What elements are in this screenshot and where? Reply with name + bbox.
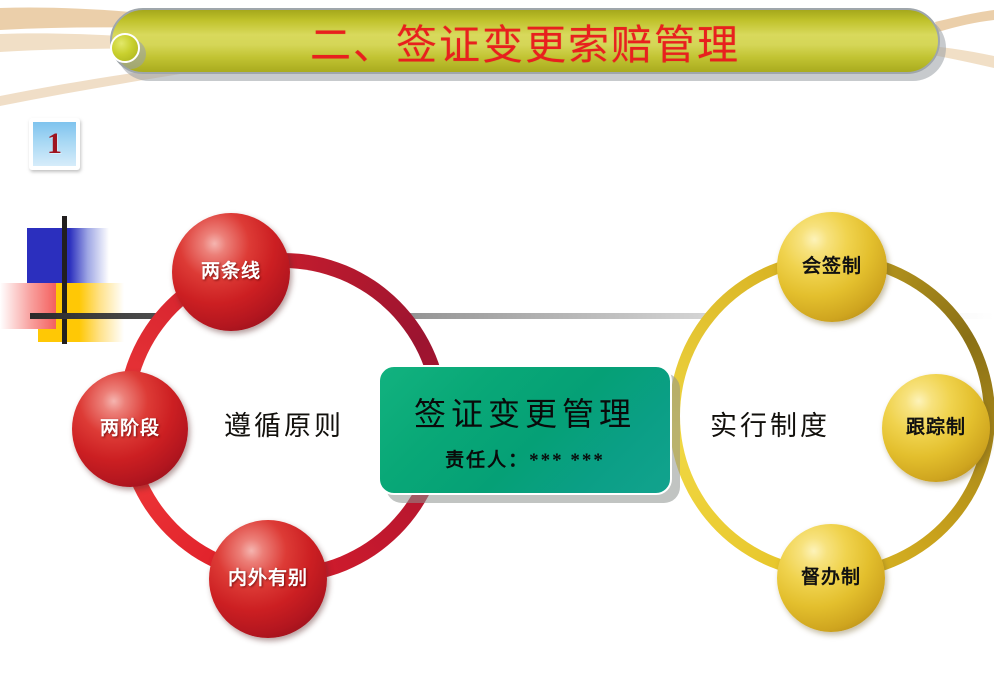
left-cycle-node-top[interactable]: 两条线 [172,213,290,331]
decorative-vertical-bar [62,216,67,344]
left-cycle-node-bottom[interactable]: 内外有别 [209,520,327,638]
right-cycle-node-bottom[interactable]: 督办制 [777,524,885,632]
section-number-badge: 1 [29,118,80,170]
circle-knob-icon [110,33,140,63]
right-cycle-node-top[interactable]: 会签制 [777,212,887,322]
decorative-blue-block [27,228,109,283]
center-card[interactable]: 签证变更管理 责任人：*** *** [378,365,672,495]
section-number-badge-inner: 1 [33,122,76,166]
right-cycle-caption: 实行制度 [710,411,830,441]
slide-title-text: 二、签证变更索赔管理 [310,22,740,68]
right-cycle-node-right[interactable]: 跟踪制 [882,374,990,482]
left-cycle-caption: 遵循原则 [224,411,344,441]
right-cycle-node-top-label: 会签制 [801,255,862,277]
banner-body: 二、签证变更索赔管理 [110,8,940,74]
right-cycle-node-right-label: 跟踪制 [905,416,966,438]
right-cycle-node-bottom-label: 督办制 [800,566,861,588]
decorative-horizontal-rule [30,313,994,319]
left-cycle-node-bottom-label: 内外有别 [227,567,308,589]
left-cycle-node-left[interactable]: 两阶段 [72,371,188,487]
section-number-text: 1 [47,127,62,160]
decorative-blocks-group [0,210,994,344]
decorative-pink-block [0,283,56,329]
center-card-subtitle: 责任人：*** *** [445,449,605,471]
slide-title-banner: 二、签证变更索赔管理 [110,8,946,81]
left-cycle-node-left-label: 两阶段 [99,417,160,439]
center-card-title: 签证变更管理 [413,395,636,432]
left-cycle-node-top-label: 两条线 [200,260,261,282]
